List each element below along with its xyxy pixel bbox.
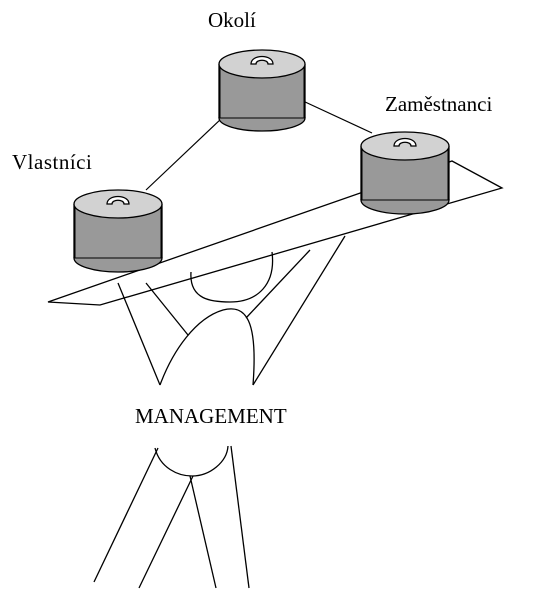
manager-body bbox=[159, 308, 255, 386]
manager-head bbox=[190, 251, 274, 303]
weight-okoli bbox=[218, 49, 306, 132]
weight-vlastnici-top bbox=[73, 189, 163, 219]
link-okoli-zamestnanci bbox=[302, 100, 373, 134]
tray-platform bbox=[47, 160, 504, 306]
manager-left-arm-inner bbox=[145, 282, 189, 336]
manager-left-leg-outer bbox=[93, 447, 159, 583]
label-vlastnici: Vlastníci bbox=[12, 150, 93, 174]
weight-vlastnici bbox=[73, 189, 163, 273]
label-management: MANAGEMENT bbox=[135, 404, 287, 428]
weight-okoli-handle bbox=[250, 55, 274, 65]
manager-hips bbox=[154, 445, 229, 477]
manager-left-arm bbox=[117, 282, 161, 386]
manager-right-arm-inner bbox=[245, 249, 311, 319]
weight-zamestnanci-handle bbox=[393, 137, 417, 147]
weight-vlastnici-handle bbox=[106, 195, 130, 205]
manager-right-arm bbox=[252, 235, 346, 386]
label-okoli: Okolí bbox=[208, 8, 256, 32]
weight-zamestnanci bbox=[360, 131, 450, 215]
manager-left-leg-inner bbox=[138, 475, 194, 589]
link-vlastnici-okoli bbox=[145, 117, 223, 191]
manager-right-leg-inner bbox=[189, 475, 217, 589]
label-zamestnanci: Zaměstnanci bbox=[385, 92, 493, 116]
weight-zamestnanci-top bbox=[360, 131, 450, 161]
weight-okoli-top bbox=[218, 49, 306, 79]
manager-right-leg-outer bbox=[230, 445, 250, 589]
